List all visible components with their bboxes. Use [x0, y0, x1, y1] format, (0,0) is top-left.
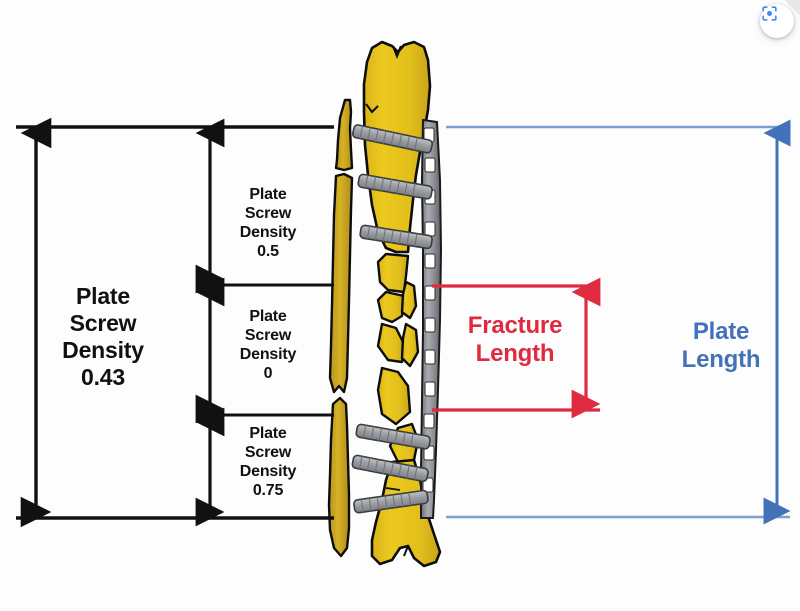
overall-reference-lines	[16, 125, 334, 520]
fibula	[327, 98, 354, 558]
screws	[351, 124, 434, 514]
fracture-length-label: Fracture Length	[467, 312, 563, 368]
plate-length-label: Plate Length	[681, 318, 761, 374]
plate-screw-density-overall-label: Plate Screw Density 0.43	[62, 283, 144, 391]
lens-scan-button[interactable]	[760, 4, 794, 38]
fixation-plate	[420, 118, 443, 519]
plate-screw-density-distal-label: Plate Screw Density 0.75	[239, 425, 297, 499]
bone-illustration	[327, 40, 443, 568]
plate-screw-density-proximal-label: Plate Screw Density 0.5	[239, 186, 297, 260]
plate-screw-density-fracture-zone-label: Plate Screw Density 0	[239, 308, 297, 382]
plate-length-guides	[446, 125, 790, 519]
lens-scan-icon	[762, 6, 777, 21]
